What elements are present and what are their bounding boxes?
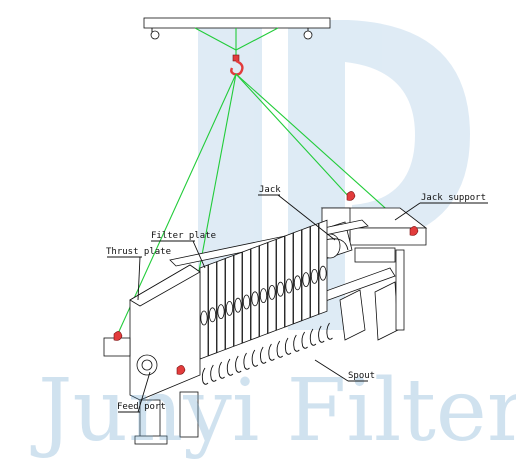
- label-filter-plate: Filter plate: [151, 231, 216, 241]
- label-spout: Spout: [348, 371, 375, 381]
- plate-port: [293, 275, 302, 291]
- spout: [276, 340, 284, 358]
- plate-port: [251, 291, 259, 307]
- plate-port: [319, 265, 327, 281]
- plate-port: [225, 300, 234, 316]
- spout: [284, 337, 292, 355]
- spout: [210, 364, 217, 382]
- label-jack: Jack: [259, 185, 281, 195]
- spout: [235, 355, 242, 373]
- spout: [201, 367, 209, 385]
- spout: [251, 349, 259, 367]
- thrust-plate-block: [103, 264, 201, 401]
- watermark-text: Junyi Filter: [30, 361, 516, 461]
- label-feed-port: Feed port: [117, 402, 166, 412]
- plate-port: [242, 294, 251, 310]
- plate-port: [285, 278, 293, 294]
- lift-point-hooks: [113, 191, 419, 375]
- spout: [309, 328, 317, 346]
- plate-port: [208, 307, 217, 323]
- spout: [218, 361, 225, 379]
- front-legs: [134, 391, 199, 445]
- leader-lines: [107, 194, 488, 413]
- plate-port: [217, 304, 225, 320]
- spout: [268, 343, 275, 361]
- spout: [293, 334, 300, 352]
- label-thrust-plate: Thrust plate: [106, 247, 171, 257]
- spout: [301, 331, 308, 349]
- plate-port: [276, 281, 285, 297]
- crane-hook-icon: [230, 54, 244, 76]
- plate-port: [234, 297, 242, 313]
- plate-port: [259, 288, 268, 304]
- plate-port: [310, 268, 319, 284]
- plate-port: [268, 284, 276, 300]
- spout: [243, 352, 250, 370]
- plate-port: [200, 310, 208, 326]
- label-jack-support: Jack support: [421, 193, 486, 203]
- spout: [226, 358, 234, 376]
- filter-plate-stack: [199, 219, 328, 360]
- overhead-crane-beam: [143, 17, 331, 40]
- spout: [318, 325, 325, 343]
- spout: [326, 322, 333, 340]
- spout-row: [201, 322, 333, 385]
- top-slings: [194, 27, 279, 55]
- plate-port: [302, 272, 310, 288]
- spout: [259, 346, 267, 364]
